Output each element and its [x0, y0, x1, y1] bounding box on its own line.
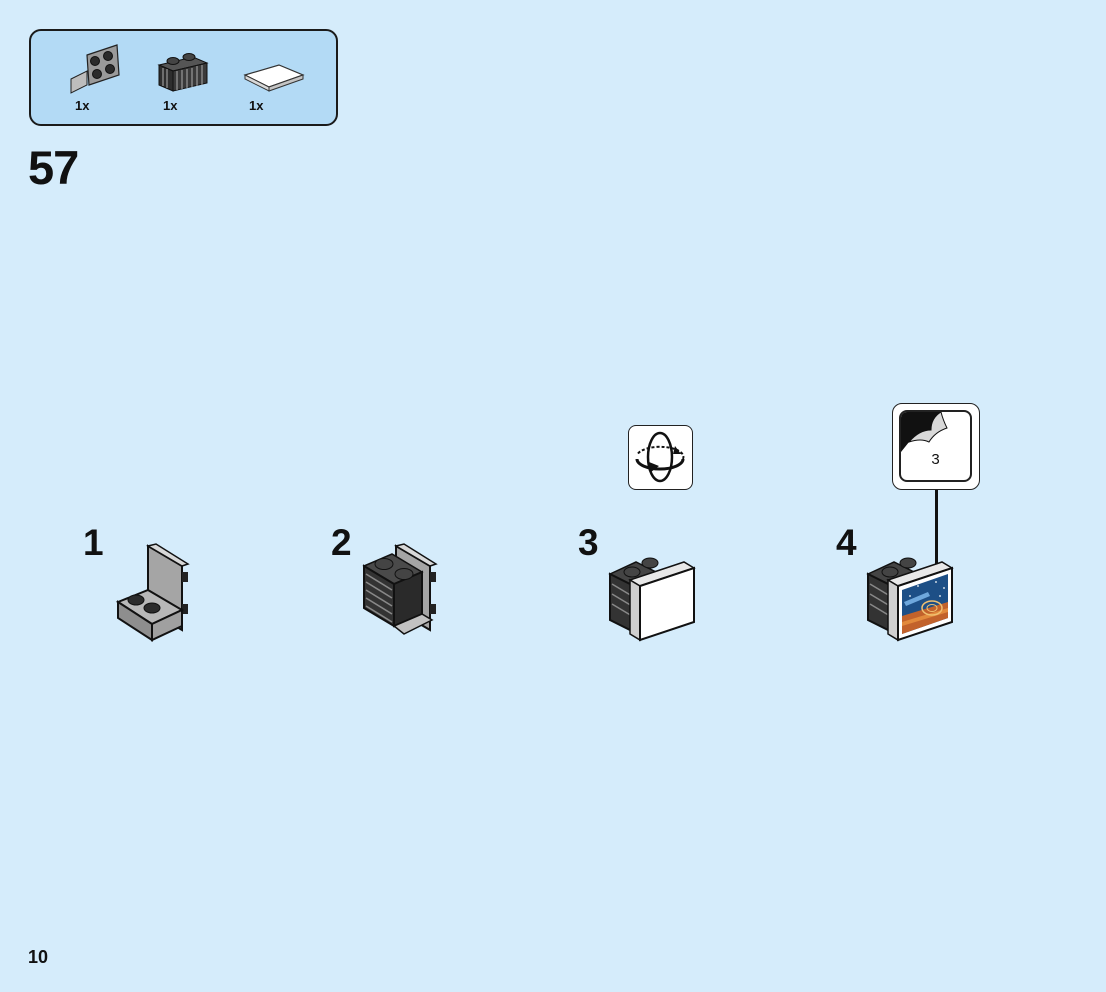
angle-plate-icon: [70, 44, 120, 94]
part-angle-plate: 1x: [67, 41, 137, 121]
callout-line: [935, 490, 938, 578]
substep-number: 1: [83, 522, 104, 563]
part-quantity: 1x: [163, 98, 178, 113]
part-tile: 1x: [241, 41, 311, 121]
substep-4-assembly: [866, 557, 954, 642]
substep-3-assembly: [608, 557, 696, 642]
step-number: 57: [28, 141, 79, 194]
page-number: 10: [28, 947, 49, 967]
sticker-number: 3: [931, 451, 940, 468]
substep-2-assembly: [362, 543, 438, 635]
substep-number: 4: [836, 522, 857, 563]
sticker-peel-icon: [901, 412, 948, 452]
substep-number: 2: [331, 522, 352, 563]
sticker-callout: 3: [892, 403, 980, 490]
rotate-model-icon: [628, 425, 693, 490]
tile-icon: [243, 64, 305, 92]
part-quantity: 1x: [249, 98, 264, 113]
parts-list-box: 1x 1x 1x: [29, 29, 338, 126]
substep-1-assembly: [115, 543, 190, 642]
grille-brick-icon: [157, 53, 209, 92]
part-quantity: 1x: [75, 98, 90, 113]
sticker-frame: 3: [899, 410, 972, 482]
substep-number: 3: [578, 522, 599, 563]
part-grille-brick: 1x: [155, 41, 225, 121]
